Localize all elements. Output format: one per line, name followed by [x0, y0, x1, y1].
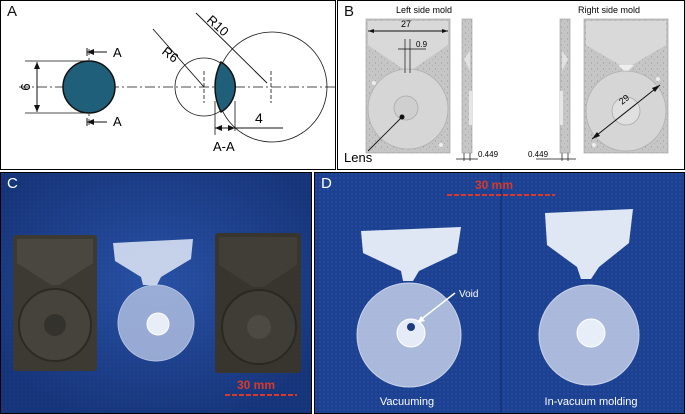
- right-mold-title: Right side mold: [578, 5, 640, 15]
- side-cavity: [469, 91, 472, 125]
- diameter-label: 29: [617, 93, 631, 107]
- vacuum-comparison-photo: 30 mm Void Vacuuming In-vacuum molding: [315, 173, 684, 413]
- void-bubble: [407, 323, 415, 331]
- pin-hole: [592, 143, 596, 147]
- pin-hole: [439, 143, 443, 147]
- sample-sprue: [361, 227, 461, 281]
- side-sprue: [562, 51, 568, 71]
- side-sprue: [464, 51, 470, 71]
- right-mold-side: [559, 18, 571, 154]
- void-label: Void: [459, 289, 478, 300]
- arrow-head: [87, 49, 94, 55]
- arrow-head: [228, 125, 235, 131]
- right-mold-gate: [618, 65, 634, 73]
- lens-label: Lens: [344, 150, 373, 165]
- left-thickness-label: 0.449: [478, 150, 499, 159]
- scale-bar-label: 30 mm: [237, 378, 275, 392]
- section-label-bottom: A: [113, 114, 122, 129]
- section-view-label: A-A: [213, 139, 235, 154]
- arrow-head: [592, 132, 600, 139]
- lens-front-view: [62, 60, 116, 114]
- panel-label: C: [7, 175, 18, 192]
- right-thickness-label: 0.449: [528, 150, 549, 159]
- mold-cad-drawing: Left side mold Right side mold 27 0.9 Le…: [344, 5, 669, 165]
- left-mold-side: [461, 18, 473, 154]
- r10-label: R10: [204, 12, 232, 39]
- panel-c-photo: 30 mm C: [0, 172, 312, 414]
- panel-label: B: [344, 3, 355, 20]
- arrow-head: [652, 85, 660, 92]
- scale-bar-label: 30 mm: [475, 178, 513, 192]
- mold-sprue-channel: [219, 237, 297, 287]
- left-mold-sprue: [368, 21, 448, 71]
- r6-label: R6: [159, 44, 181, 66]
- molded-lens: [146, 312, 170, 336]
- lens-dimension-drawing: 9 A A R6 R10 4 A-A: [18, 12, 335, 154]
- pin-hole: [656, 77, 660, 81]
- vacuuming-caption: Vacuuming: [380, 396, 434, 408]
- lens-cross-section: [214, 60, 237, 114]
- thickness-label: 4: [255, 110, 263, 126]
- arrow-head: [34, 62, 40, 69]
- panel-b-mold-design: Left side mold Right side mold 27 0.9 Le…: [337, 0, 685, 170]
- r10-leader: [195, 12, 268, 84]
- left-mold-title: Left side mold: [396, 5, 452, 15]
- mold-photo: 30 mm: [1, 173, 311, 413]
- panel-d-photo: 30 mm Void Vacuuming In-vacuum molding D: [314, 172, 685, 414]
- sample-lens: [576, 318, 606, 348]
- in-vacuum-caption: In-vacuum molding: [545, 396, 638, 408]
- lens-leader: [367, 116, 403, 152]
- sample-sprue: [545, 209, 633, 279]
- mold-lens-dimple: [44, 314, 66, 336]
- pin-hole: [372, 81, 376, 85]
- arrow-head: [215, 125, 222, 131]
- mold-sprue-channel: [17, 239, 93, 285]
- diameter-dimension-line: [591, 84, 661, 140]
- left-lens-cavity: [393, 95, 419, 121]
- arrow-head: [442, 29, 448, 33]
- molded-sprue: [113, 239, 193, 285]
- mold-lens-dimple: [247, 315, 271, 339]
- panel-label: D: [321, 175, 332, 192]
- panel-a-drawing: 9 A A R6 R10 4 A-A A: [0, 0, 336, 170]
- arrow-head: [34, 105, 40, 112]
- void-arrow: [418, 292, 456, 322]
- section-label-top: A: [113, 45, 122, 60]
- sample-lens: [396, 318, 426, 348]
- side-cavity: [560, 91, 563, 125]
- arrow-head: [87, 119, 94, 125]
- r6-leader: [152, 28, 205, 88]
- gate-label: 0.9: [416, 40, 428, 49]
- panel-label: A: [7, 3, 18, 20]
- right-mold-sprue: [586, 21, 666, 65]
- arrow-head: [368, 29, 374, 33]
- height-label: 9: [18, 83, 33, 90]
- arrow-head: [417, 316, 425, 323]
- width-label: 27: [401, 19, 411, 29]
